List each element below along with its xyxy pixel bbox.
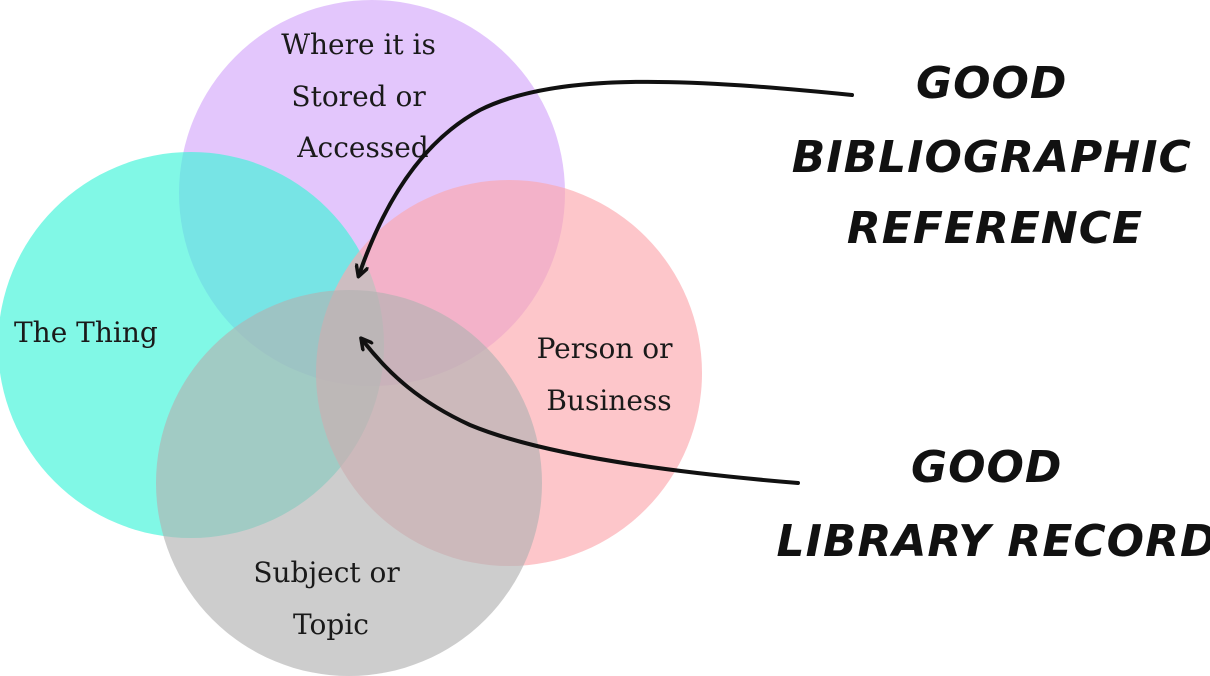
callout-bib-line-1: Good xyxy=(916,58,1067,109)
label-where-line-3: Accessed xyxy=(296,131,428,164)
label-subject-line-2: Topic xyxy=(293,608,369,641)
callout-bibliographic-reference: Good Bibliographic Reference xyxy=(792,58,1199,254)
label-thing-line-1: The Thing xyxy=(14,316,158,349)
label-the-thing: The Thing xyxy=(14,316,158,349)
callout-lib-line-1: Good xyxy=(911,442,1062,493)
arrow-bibliographic xyxy=(360,79,854,272)
callout-bib-line-2: Bibliographic xyxy=(792,132,1192,183)
label-person-line-1: Person or xyxy=(537,332,674,365)
circle-subject-topic xyxy=(156,290,542,676)
venn-circles xyxy=(0,0,702,676)
label-person-business: Person or Business xyxy=(537,332,682,417)
label-where-line-2: Stored or xyxy=(291,80,426,113)
label-where-line-1: Where it is xyxy=(281,28,436,61)
callout-library-record: Good Library Record xyxy=(777,442,1210,567)
arrow-library-record xyxy=(364,342,800,485)
label-subject-line-1: Subject or xyxy=(253,556,400,589)
label-subject-topic: Subject or Topic xyxy=(253,556,408,641)
label-person-line-2: Business xyxy=(546,384,671,417)
callout-bib-line-3: Reference xyxy=(847,203,1143,254)
callout-lib-line-2: Library Record xyxy=(777,516,1210,567)
label-where-stored: Where it is Stored or Accessed xyxy=(281,28,445,164)
